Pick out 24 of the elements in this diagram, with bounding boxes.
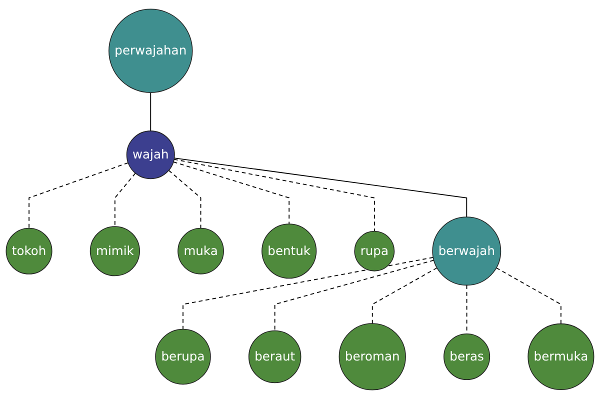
node-circle: beras	[444, 334, 490, 380]
node-circle: bentuk	[262, 224, 317, 280]
connector	[114, 173, 136, 228]
connector	[274, 260, 434, 332]
connector	[168, 170, 202, 230]
connector	[150, 92, 152, 132]
node-circle: tokoh	[6, 228, 52, 275]
node-circle: perwajahan	[108, 9, 193, 94]
node-circle: mimik	[90, 226, 140, 277]
node-circle: berupa	[155, 329, 211, 386]
node-circle: beroman	[338, 324, 406, 391]
connector	[174, 158, 468, 218]
connector	[172, 162, 290, 225]
node-circle: muka	[178, 228, 224, 275]
node-circle: wajah	[126, 131, 175, 180]
node-circle: berwajah	[432, 217, 502, 286]
connector	[174, 159, 375, 232]
connector	[28, 162, 129, 230]
connector	[182, 257, 434, 330]
connector	[372, 268, 438, 324]
node-circle: rupa	[354, 231, 395, 272]
connector	[496, 268, 562, 325]
node-circle: bermuka	[528, 324, 594, 390]
node-circle: beraut	[248, 330, 302, 384]
